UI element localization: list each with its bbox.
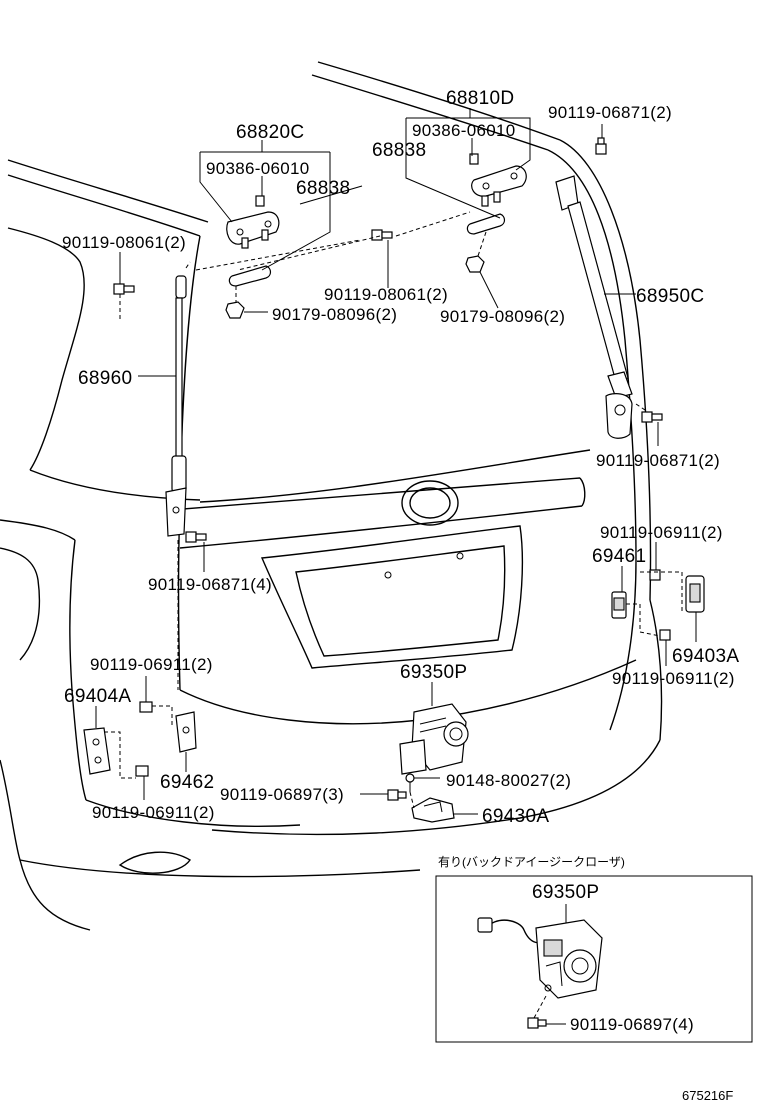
label-69350P-main: 69350P	[400, 662, 467, 683]
striker-69430A	[411, 797, 455, 823]
label-90119-06897-3: 90119-06897(3)	[220, 785, 344, 804]
label-90119-08061-left: 90119-08061(2)	[62, 233, 186, 252]
label-90148-80027: 90148-80027(2)	[446, 771, 571, 790]
bolt-90119-06871-top	[595, 137, 607, 155]
screw-90148-80027	[405, 773, 415, 792]
figure-number: 675216F	[682, 1088, 733, 1103]
bolt-90119-06911-left-lower	[135, 765, 149, 777]
bolt-90119-06911-right-upper	[649, 569, 661, 581]
hinge-68810D	[469, 153, 527, 207]
lock-69350P-main	[399, 703, 469, 775]
bracket-69404A	[83, 727, 111, 775]
label-69404A: 69404A	[64, 686, 131, 707]
label-69350P-inset: 69350P	[532, 882, 599, 903]
bracket-69462	[175, 711, 197, 753]
bolt-90119-06871-right	[641, 411, 663, 423]
vehicle-body-outline	[0, 61, 663, 931]
label-68838-right: 68838	[372, 140, 426, 161]
hinge-plate-68838-right	[466, 213, 506, 235]
label-69430A: 69430A	[482, 806, 549, 827]
label-90119-06911-right-upper: 90119-06911(2)	[600, 523, 723, 542]
bolt-90119-08061-mid	[371, 229, 393, 241]
label-90119-06871-4: 90119-06871(4)	[148, 575, 272, 594]
label-68810D: 68810D	[446, 88, 514, 109]
label-69403A: 69403A	[672, 646, 739, 667]
bolt-90119-06897-3	[387, 789, 407, 801]
part-labels: 68810D 90119-06871(2) 68820C 90386-06010…	[62, 88, 739, 827]
bolt-90119-06911-right-lower	[659, 629, 671, 641]
inset-frame	[435, 875, 753, 1043]
hinge-68820C	[226, 195, 280, 249]
label-90119-06871-right: 90119-06871(2)	[596, 451, 720, 470]
label-90119-06911-right-lower: 90119-06911(2)	[612, 669, 735, 688]
inset-easy-closer: 有り(バックドアイージークローザ) 69350P 90119-06897(4)	[435, 855, 753, 1043]
label-90119-06871-top: 90119-06871(2)	[548, 103, 672, 122]
label-90386-06010-right: 90386-06010	[412, 121, 516, 140]
label-90119-06911-left-lower: 90119-06911(2)	[92, 803, 215, 822]
inset-caption: 有り(バックドアイージークローザ)	[438, 855, 625, 869]
bracket-69403A	[685, 575, 705, 613]
nut-right	[465, 255, 485, 273]
label-90386-06010-left: 90386-06010	[206, 159, 310, 178]
label-68838-left: 68838	[296, 178, 350, 199]
leader-lines	[95, 108, 697, 815]
label-90119-06911-left-upper: 90119-06911(2)	[90, 655, 213, 674]
bolt-90119-06871-left	[185, 531, 207, 543]
strut-68950C	[555, 175, 633, 439]
nut-left	[225, 301, 245, 319]
bracket-69461	[611, 591, 627, 619]
label-69462: 69462	[160, 772, 214, 793]
label-68820C: 68820C	[236, 122, 304, 143]
label-69461: 69461	[592, 546, 646, 567]
label-68960: 68960	[78, 368, 132, 389]
label-90119-06897-4: 90119-06897(4)	[570, 1015, 694, 1034]
label-90179-08096-left: 90179-08096(2)	[272, 305, 397, 324]
bolt-90119-08061-left	[113, 283, 135, 295]
label-68950C: 68950C	[636, 286, 704, 307]
label-90179-08096-right: 90179-08096(2)	[440, 307, 565, 326]
strut-68960	[165, 275, 187, 537]
hinge-plate-68838-left	[228, 265, 272, 287]
label-90119-08061-mid: 90119-08061(2)	[324, 285, 448, 304]
bolt-90119-06911-left-upper	[139, 701, 153, 713]
